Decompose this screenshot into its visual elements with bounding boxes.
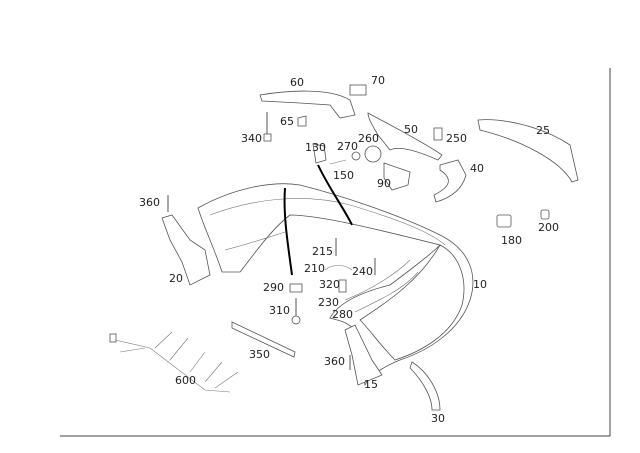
callout-180: 180 — [501, 234, 522, 247]
callout-340: 340 — [241, 132, 262, 145]
spoiler-25 — [477, 119, 579, 183]
bracket-40 — [433, 159, 467, 203]
callout-60: 60 — [290, 76, 304, 89]
trim-30 — [409, 361, 441, 411]
harness-branches — [119, 331, 239, 389]
clip-290 — [289, 283, 303, 293]
callout-15: 15 — [364, 378, 378, 391]
clip-65 — [297, 115, 307, 127]
callout-280: 280 — [332, 308, 353, 321]
callout-270: 270 — [337, 140, 358, 153]
rivet-340-head — [263, 133, 272, 142]
nut-270 — [351, 151, 361, 161]
sensor-180 — [496, 214, 512, 228]
callout-90: 90 — [377, 177, 391, 190]
callout-250: 250 — [446, 132, 467, 145]
arrow-left — [283, 187, 293, 276]
callout-25: 25 — [536, 124, 550, 137]
callout-310: 310 — [269, 304, 290, 317]
callout-240: 240 — [352, 265, 373, 278]
screw-150 — [329, 159, 347, 165]
callout-360-right: 360 — [324, 355, 345, 368]
bracket-50 — [367, 112, 443, 161]
callout-50: 50 — [404, 123, 418, 136]
part-250 — [433, 127, 443, 141]
bumper-corner — [359, 244, 465, 361]
part-130 — [312, 143, 327, 164]
callout-200: 200 — [538, 221, 559, 234]
bumper-edge — [209, 198, 446, 246]
callout-260: 260 — [358, 132, 379, 145]
bracket-15 — [344, 324, 383, 386]
disc-260 — [364, 145, 382, 163]
bumper-edge — [224, 231, 286, 251]
bracket-60 — [259, 90, 356, 119]
strip-280 — [354, 271, 419, 313]
callout-70: 70 — [371, 74, 385, 87]
arrow-right — [317, 164, 353, 226]
callout-130: 130 — [305, 141, 326, 154]
callout-360-left: 360 — [139, 196, 160, 209]
callout-65: 65 — [280, 115, 294, 128]
screw-310-head — [291, 315, 301, 325]
callout-290: 290 — [263, 281, 284, 294]
clip-210 — [324, 265, 353, 271]
bolt-320 — [338, 279, 347, 293]
callout-600: 600 — [175, 374, 196, 387]
part-70 — [349, 84, 367, 96]
callout-150: 150 — [333, 169, 354, 182]
callout-230: 230 — [318, 296, 339, 309]
wiring-harness-600 — [114, 339, 231, 393]
ring-200 — [540, 209, 550, 220]
bracket-20 — [161, 214, 211, 286]
callout-30: 30 — [431, 412, 445, 425]
callout-215: 215 — [312, 245, 333, 258]
callout-40: 40 — [470, 162, 484, 175]
callout-320: 320 — [319, 278, 340, 291]
strip-350 — [231, 321, 296, 358]
strip-230 — [344, 259, 411, 301]
callout-10: 10 — [473, 278, 487, 291]
harness-connector — [109, 333, 117, 343]
guide-90 — [383, 162, 411, 191]
callout-210: 210 — [304, 262, 325, 275]
callout-20: 20 — [169, 272, 183, 285]
callout-350: 350 — [249, 348, 270, 361]
